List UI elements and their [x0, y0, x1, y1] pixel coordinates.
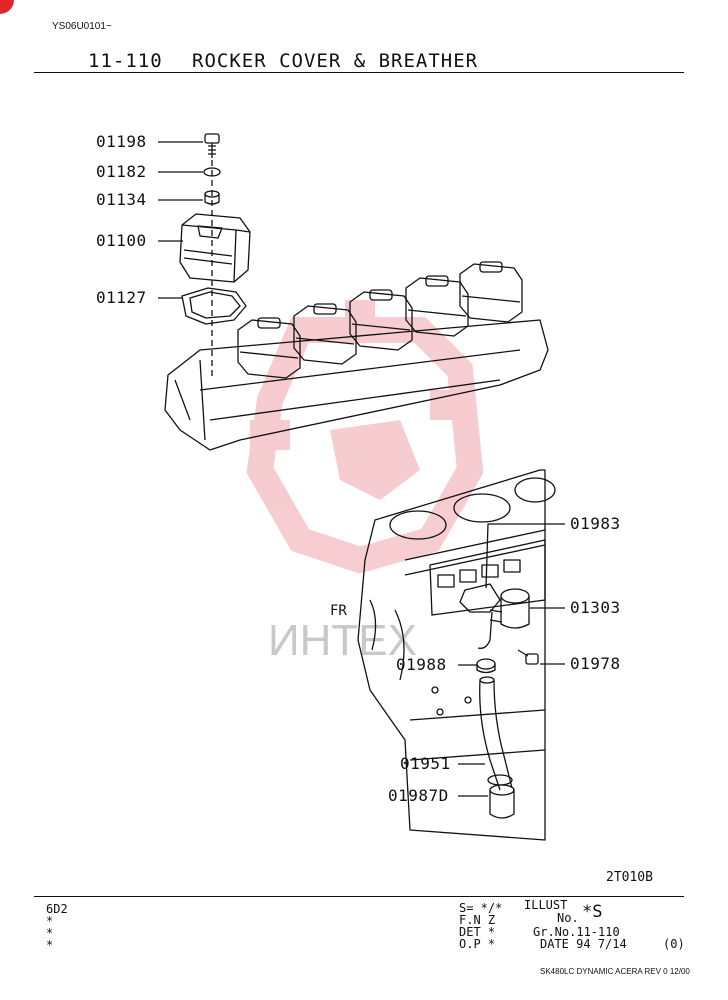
issue-date: DATE 94 7/14: [540, 937, 627, 951]
op-line: O.P *: [459, 937, 496, 951]
part-label-01134: 01134: [96, 190, 147, 209]
footer-star-2: *: [46, 926, 54, 940]
part-label-01978: 01978: [570, 654, 621, 673]
leader-lines: [158, 141, 565, 797]
part-label-01303: 01303: [570, 598, 621, 617]
illustration-code: 2T010B: [606, 870, 653, 885]
fnz-line: F.N Z: [459, 913, 496, 927]
part-label-01127: 01127: [96, 288, 147, 307]
watermark-text: ИНТЕХ: [268, 616, 417, 665]
illust-no-label: No.: [557, 911, 579, 925]
part-label-01988: 01988: [396, 655, 447, 674]
part-label-01983: 01983: [570, 514, 621, 533]
illust-label: ILLUST: [524, 898, 568, 912]
bolt-01978: [517, 649, 539, 665]
cylinder-head-assembly: [164, 261, 549, 451]
det-line: DET *: [459, 925, 496, 939]
section-title: ROCKER COVER & BREATHER: [192, 50, 479, 72]
part-label-01198: 01198: [96, 132, 147, 151]
header-rule: [34, 72, 684, 73]
s-line: S= */*: [459, 901, 503, 915]
hose-01951: [479, 676, 513, 791]
doc-code: YS06U0101~: [52, 21, 112, 32]
model-code: 6D2: [46, 902, 68, 916]
clamp-01987D: [487, 774, 515, 819]
publication-line: SK480LC DYNAMIC ACERA REV 0 12/00: [540, 967, 690, 976]
part-label-01100: 01100: [96, 231, 147, 250]
gasket-01127: [181, 287, 247, 325]
part-label-01951: 01951: [400, 754, 451, 773]
gasket-01983: [459, 583, 501, 613]
front-direction-label: FR: [330, 603, 347, 619]
illust-number: *S: [582, 902, 603, 922]
clamp-01988: [476, 658, 496, 674]
bolt-01198: [204, 133, 220, 158]
part-label-01182: 01182: [96, 162, 147, 181]
cylinder-block: [357, 469, 556, 841]
rocker-cover-01100: [179, 213, 251, 283]
watermark-logo: [246, 300, 484, 574]
footer-star-1: *: [46, 914, 54, 928]
section-number: 11-110: [88, 50, 163, 72]
revision-code: (0): [663, 937, 685, 951]
part-label-01987D: 01987D: [388, 786, 449, 805]
group-number: Gr.No.11-110: [533, 925, 620, 939]
footer-rule: [34, 896, 684, 897]
footer-star-3: *: [46, 938, 54, 952]
breather-01303: [477, 588, 530, 649]
